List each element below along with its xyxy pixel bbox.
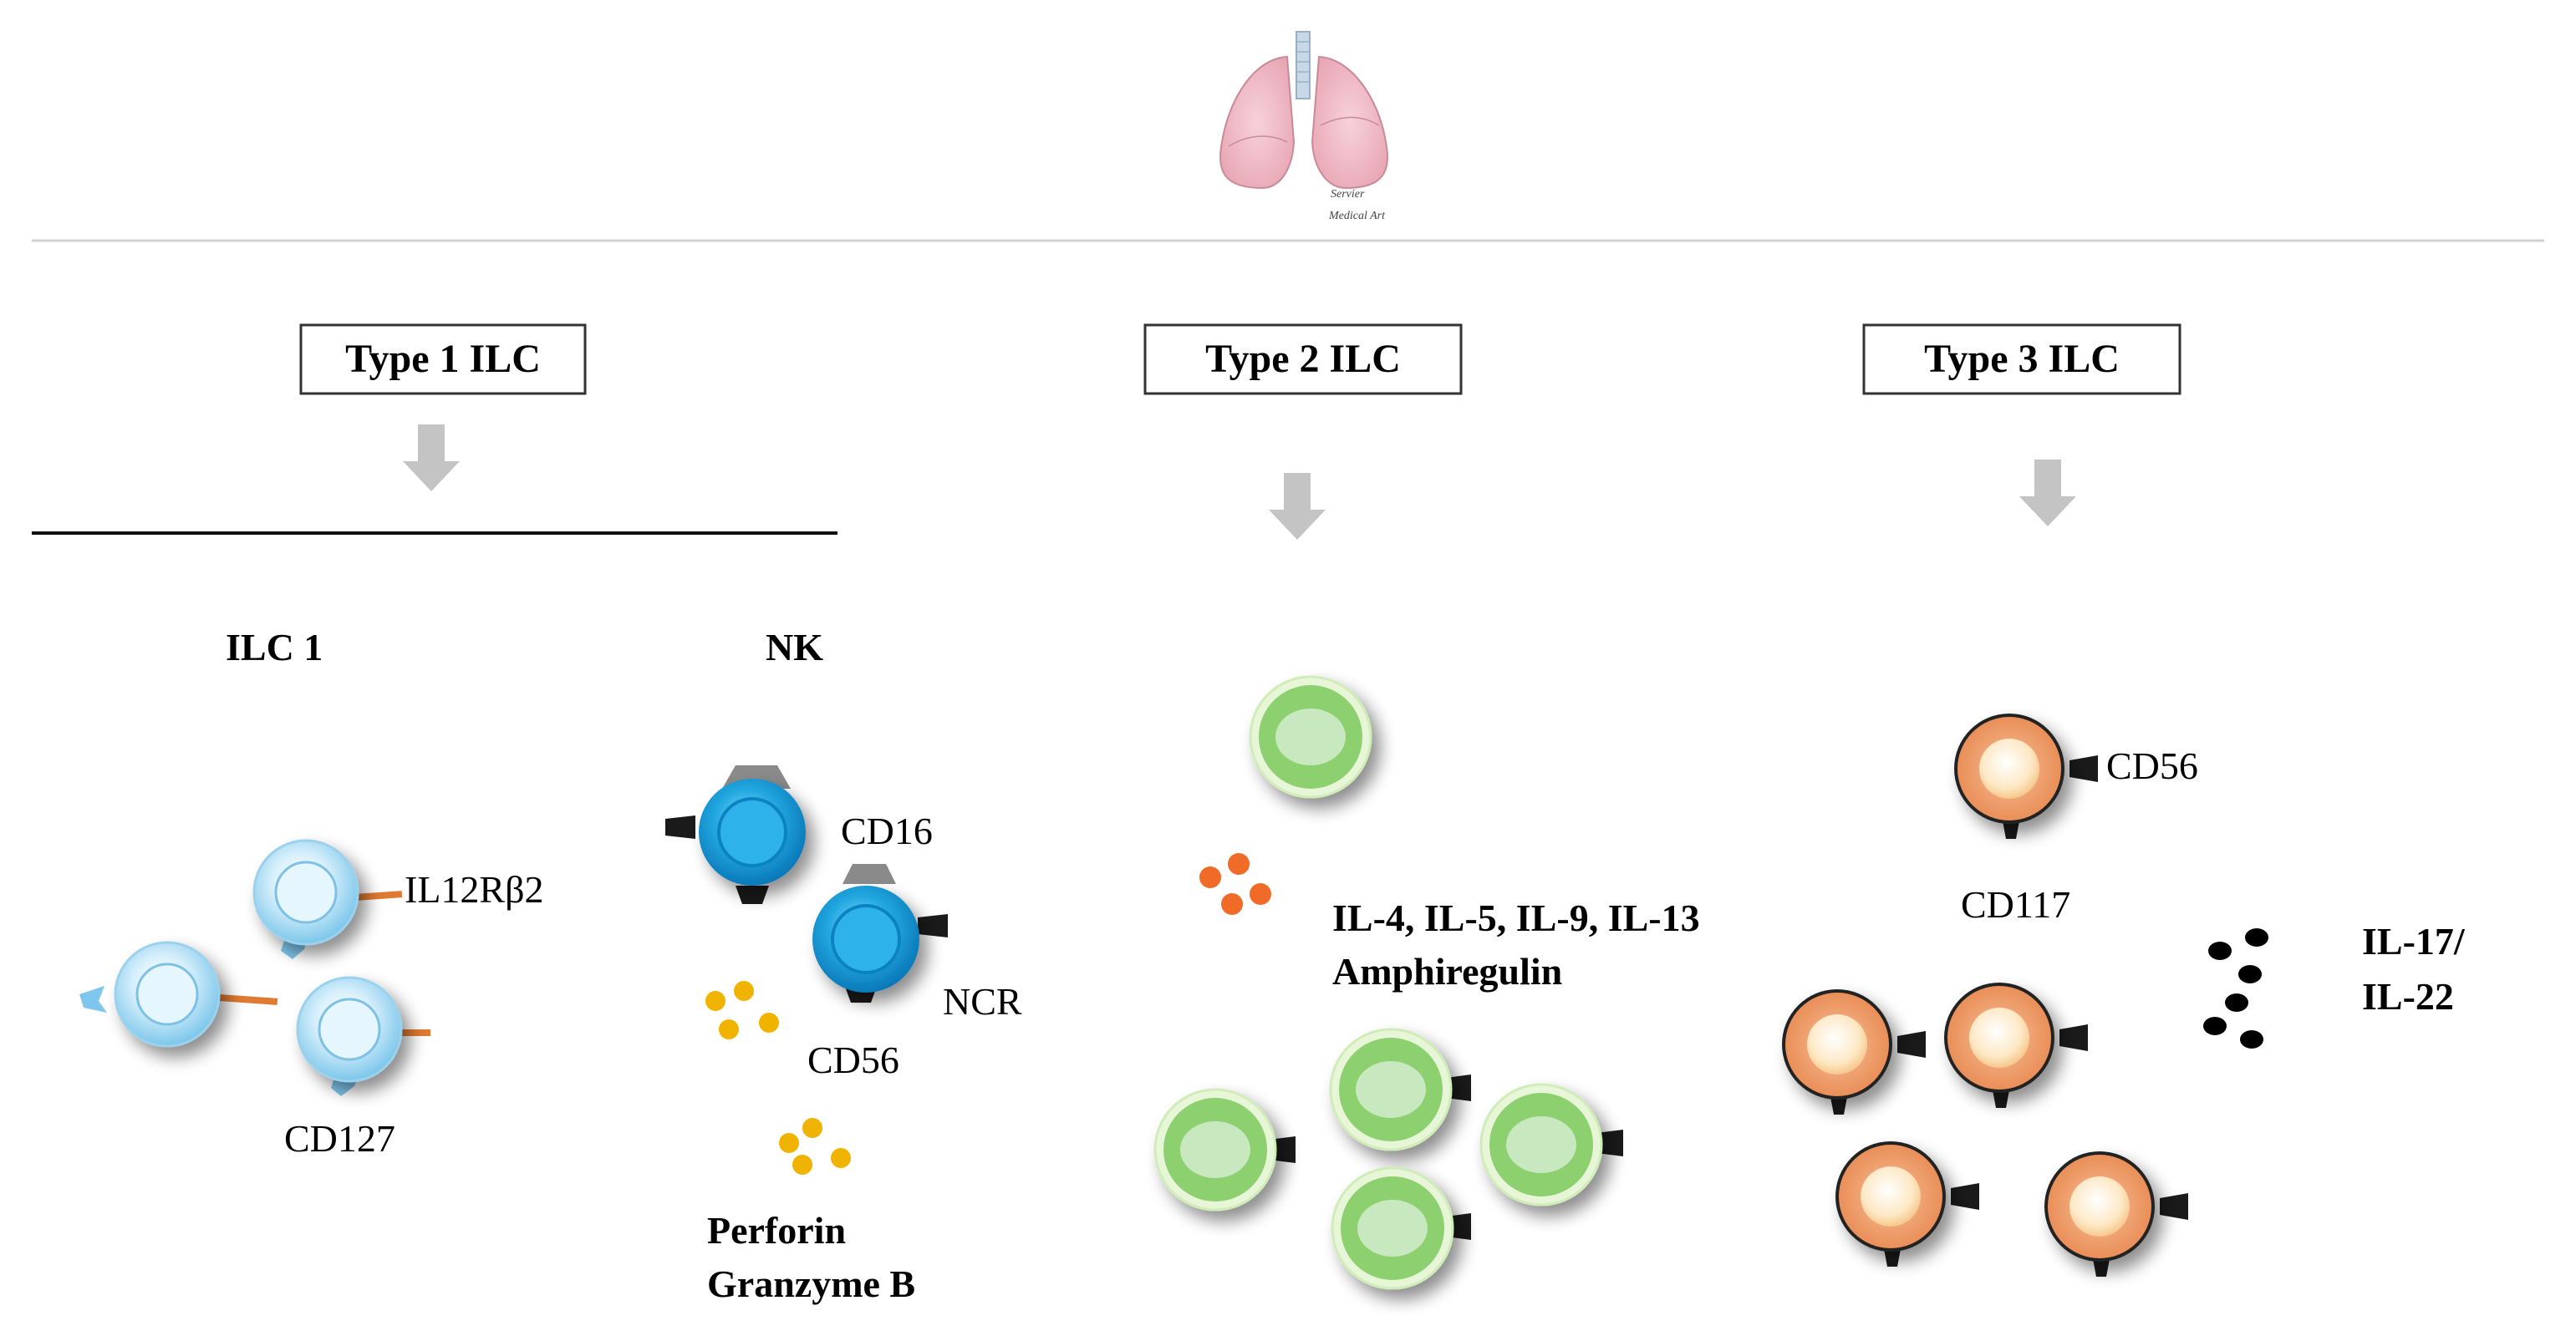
type3-marker-cd56: CD56 [2106,744,2198,787]
perforin-granules [705,981,851,1175]
type2-cells [1153,675,1623,1290]
type3-product-il22: IL-22 [2362,975,2454,1018]
ilc1-marker-cd127: CD127 [284,1117,395,1160]
nk-product-granzyme: Granzyme B [707,1262,915,1305]
type3-cells [1782,714,2188,1277]
type2-product-amphiregulin: Amphiregulin [1332,950,1562,993]
type3-marker-cd117: CD117 [1961,883,2070,926]
type2-granules [1199,853,1271,915]
type2-product-interleukins: IL-4, IL-5, IL-9, IL-13 [1332,897,1700,939]
type3-cell [1954,714,2064,824]
type1-title-box: Type 1 ILC [299,323,587,395]
type3-down-arrow [2019,460,2076,526]
nk-marker-cd16: CD16 [841,810,933,852]
ilc1-marker-il12rb2: IL12Rβ2 [405,868,544,911]
type2-cell [1249,675,1372,799]
ilc1-cells [79,839,430,1096]
type3-cell [1944,983,2054,1093]
type3-cell [2044,1151,2155,1262]
type3-cell [1835,1141,1946,1252]
nk-marker-ncr: NCR [943,980,1022,1023]
type2-cell [1331,1166,1454,1290]
nk-marker-cd56: CD56 [807,1039,899,1081]
ilc1-cell [114,941,221,1048]
credit-line-1: Servier [1331,188,1365,201]
credit-line-2: Medical Art [1328,210,1386,222]
type3-cell [1782,989,1892,1100]
ilc1-cell [252,839,359,946]
nk-cell [811,884,921,994]
nk-cell [697,777,807,887]
type3-product-il17: IL-17/ [2362,920,2466,963]
type2-cell [1329,1028,1453,1151]
type2-down-arrow [1269,473,1326,540]
ilc1-label: ILC 1 [226,626,323,668]
ilc1-cell [296,976,403,1083]
type1-title: Type 1 ILC [345,337,541,381]
type1-down-arrow [403,424,460,491]
nk-product-perforin: Perforin [707,1209,846,1252]
type2-title: Type 2 ILC [1205,337,1401,381]
type2-cell [1479,1083,1603,1207]
type3-title: Type 3 ILC [1924,337,2120,381]
type3-title-box: Type 3 ILC [1862,323,2181,395]
type2-cell [1153,1088,1277,1212]
nk-label: NK [766,626,823,668]
nk-cells [665,765,948,1003]
lungs-illustration: Servier Medical Art [1219,31,1388,222]
type3-granules [2203,928,2268,1049]
type2-title-box: Type 2 ILC [1143,323,1463,395]
